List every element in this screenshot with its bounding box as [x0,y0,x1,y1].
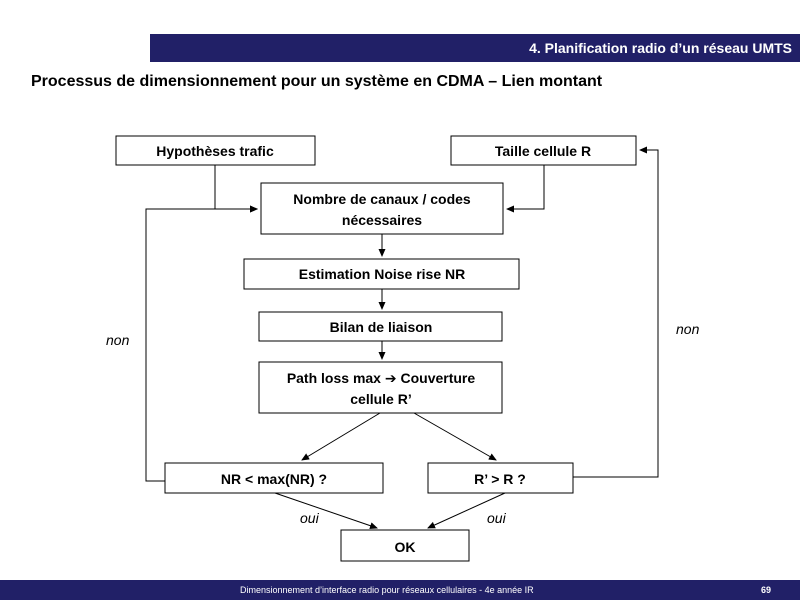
page-number: 69 [761,585,772,595]
connector-r-check-non-loop [573,146,659,478]
box-path-loss [258,361,503,414]
box-estimation-noise-rise [243,258,520,290]
label-hypotheses-trafic: Hypothèses trafic [156,143,274,159]
label-bilan-liaison: Bilan de liaison [330,319,433,335]
label-taille-cellule: Taille cellule R [495,143,591,159]
connector-hypotheses-to-canaux [214,165,258,213]
label-path-loss-text: Path loss max [287,370,385,386]
box-bilan-liaison [258,311,503,342]
box-nr-check [164,462,384,494]
connector-pathloss-to-r-check [413,412,497,461]
section-title: 4. Planification radio d’un réseau UMTS [529,40,792,56]
label-ok: OK [395,539,416,555]
box-ok [340,529,470,562]
label-non-left: non [106,332,130,348]
box-taille-cellule [450,135,637,166]
label-oui-left: oui [300,510,320,526]
connector-pathloss-to-nr-check [301,412,381,461]
footer-text: Dimensionnement d’interface radio pour r… [240,585,534,595]
label-oui-right: oui [487,510,507,526]
connector-nr-check-non-loop [145,205,258,482]
box-hypotheses-trafic [115,135,316,166]
connector-taille-to-canaux [506,165,545,213]
slide-title: Processus de dimensionnement pour un sys… [31,73,603,90]
box-nombre-canaux [260,182,504,235]
connector-r-check-oui-to-ok [427,492,506,529]
box-r-check [427,462,574,494]
label-r-check: R’ > R ? [474,471,526,487]
label-path-loss-line2: cellule R’ [350,391,411,407]
label-non-right: non [676,321,700,337]
section-header-bar: 4. Planification radio d’un réseau UMTS [150,34,800,62]
right-arrow-icon: ➔ [385,371,397,387]
connector-nr-check-oui-to-ok [274,492,378,530]
label-nr-check: NR < max(NR) ? [221,471,327,487]
label-path-loss-line1: Path loss max ➔ Couverture [287,370,476,387]
label-path-loss-rest: Couverture [397,370,476,386]
label-nombre-canaux-line2: nécessaires [342,212,422,228]
label-nombre-canaux-line1: Nombre de canaux / codes [293,191,471,207]
label-estimation-noise-rise: Estimation Noise rise NR [299,266,466,282]
footer-bar: Dimensionnement d’interface radio pour r… [0,580,800,600]
